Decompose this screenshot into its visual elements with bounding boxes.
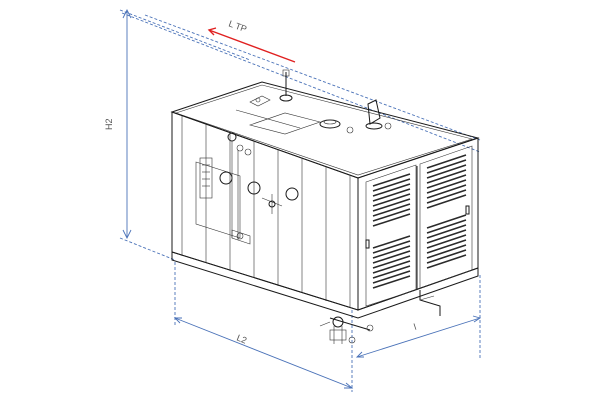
width-label: l [413, 322, 418, 332]
pressure-gauge-icon [227, 132, 237, 142]
side-panel-seams [181, 116, 351, 308]
door-handle-left [365, 239, 370, 249]
height-label: H2 [104, 118, 114, 130]
length-dimension-line [174, 317, 353, 389]
louver-grid-lower-right [426, 214, 467, 269]
bottom-pipework [319, 290, 441, 344]
top-length-arrow [207, 27, 296, 63]
control-panel [195, 132, 299, 245]
top-fittings [235, 69, 392, 134]
top-length-dimension-line [121, 12, 481, 153]
top-length-label: L TP [227, 18, 248, 34]
end-panel [357, 137, 479, 311]
width-dimension-line [356, 317, 481, 358]
top-hatch [248, 112, 322, 135]
louver-grid-upper-right [426, 154, 467, 209]
valve-icon [332, 316, 344, 328]
length-label: L2 [235, 333, 248, 346]
louver-grid-upper-left [372, 173, 411, 227]
end-doors [365, 145, 473, 307]
dimension-lines [119, 8, 482, 392]
louver-grid-lower-left [372, 235, 411, 289]
boiler-body [170, 69, 480, 344]
long-side-panel [171, 111, 359, 311]
door-handle-right [465, 205, 470, 215]
